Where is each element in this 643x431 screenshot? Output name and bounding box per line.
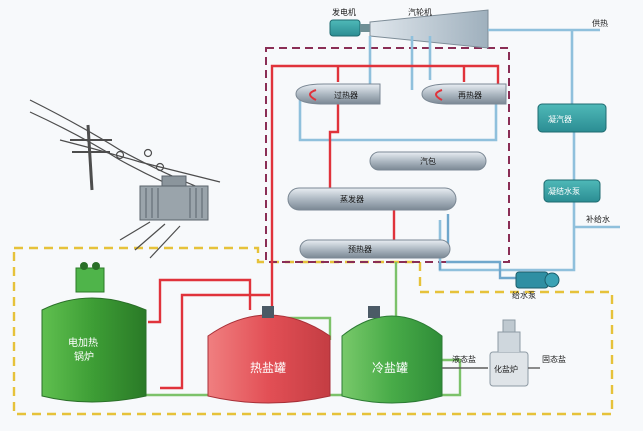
makeup-water-label: 补给水: [586, 214, 610, 224]
steam-generator-boundary: [265, 47, 510, 263]
generator-icon: [329, 19, 370, 37]
superheater: [295, 83, 381, 105]
condensate-pump-label: 凝结水泵: [548, 186, 580, 196]
reheater-label: 再热器: [458, 90, 482, 100]
condenser: [537, 103, 607, 133]
turbine-label: 汽轮机: [408, 7, 432, 17]
hot-salt-lines: [148, 64, 500, 390]
reheater: [421, 83, 507, 105]
cold-salt-tank-label: 冷盐罐: [372, 361, 408, 375]
turbine-icon: [369, 9, 489, 49]
heat-supply-label: 供热: [592, 18, 608, 28]
drum-label: 汽包: [420, 156, 436, 166]
electric-boiler-label-2: 锅炉: [74, 351, 94, 363]
electric-boiler: [41, 262, 147, 403]
evaporator: [287, 187, 457, 211]
hot-salt-tank-label: 热盐罐: [250, 361, 286, 375]
condenser-label: 凝汽器: [548, 114, 572, 124]
salt-melter: [489, 319, 529, 387]
storage-boundary: [12, 246, 614, 416]
preheater-label: 预热器: [348, 244, 372, 254]
transformer-icon: [119, 175, 209, 259]
salt-out-label: 液态盐: [452, 354, 476, 364]
evaporator-label: 蒸发器: [340, 194, 364, 204]
cold-salt-tank: [341, 306, 443, 404]
condensate-pump: [543, 179, 601, 203]
melter-label: 化盐炉: [494, 364, 518, 374]
superheater-label: 过热器: [334, 90, 358, 100]
power-pole-icon: [29, 99, 221, 201]
hot-salt-tank: [207, 306, 331, 404]
feed-pump-icon: [515, 271, 560, 289]
feed-pump-label: 给水泵: [512, 290, 536, 300]
drum: [369, 151, 487, 171]
preheater: [299, 239, 451, 259]
generator-label: 发电机: [332, 7, 356, 17]
salt-in-label: 固态盐: [542, 354, 566, 364]
electric-boiler-label-1: 电加热: [68, 336, 98, 349]
